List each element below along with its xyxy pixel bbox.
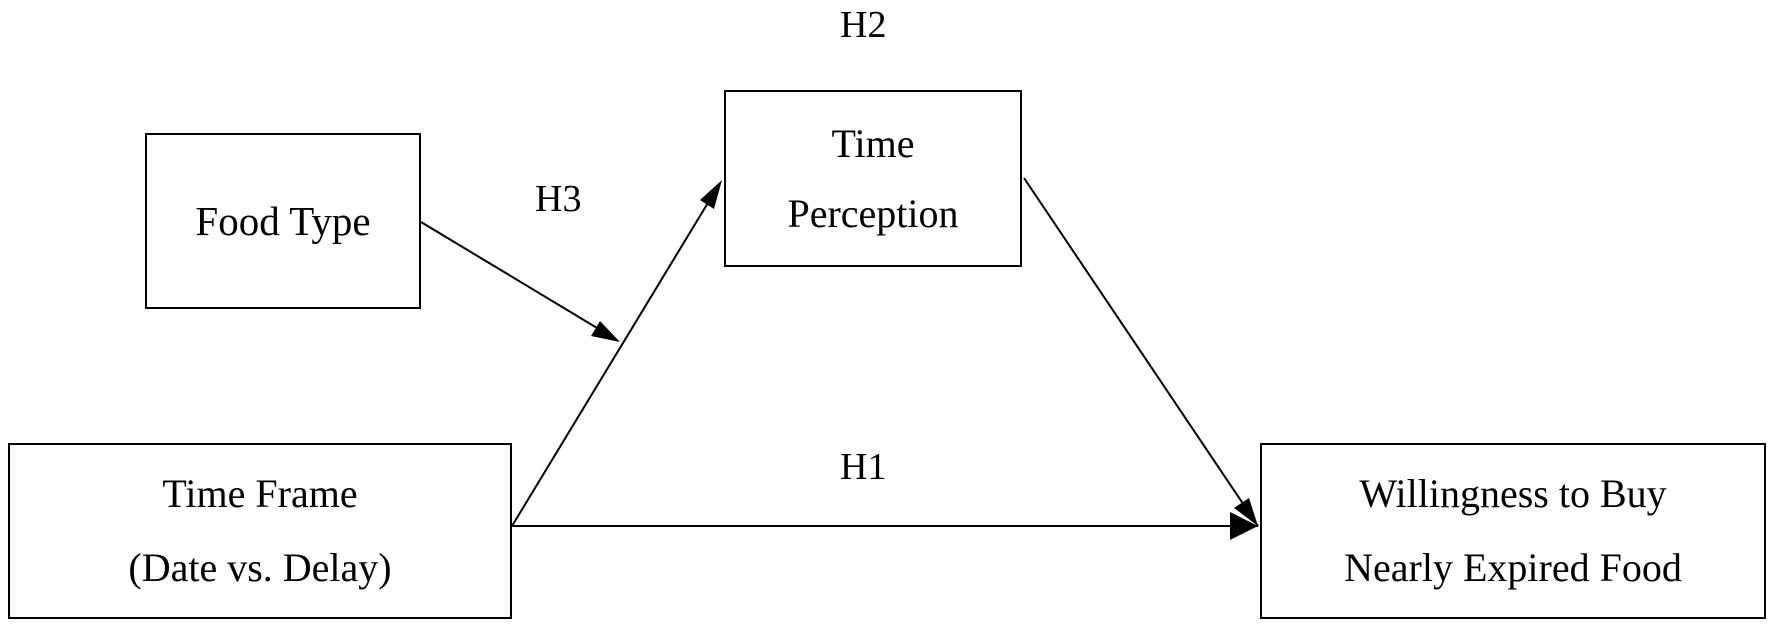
time-frame-label-line-1: Time Frame [162,471,358,516]
outcome-path-arrowhead [1234,498,1258,526]
h1-label: H1 [840,446,887,488]
mediator-path-arrow [511,182,721,527]
willingness-label-line-2: Nearly Expired Food [1344,545,1682,590]
h1-arrowhead [1230,512,1258,540]
time-frame-node: Time Frame (Date vs. Delay) [8,443,512,619]
h3-label: H3 [535,178,582,220]
willingness-label-line-1: Willingness to Buy [1359,471,1667,516]
mediator-path-arrowhead [700,180,722,209]
willingness-to-buy-node: Willingness to Buy Nearly Expired Food [1260,443,1766,619]
time-perception-label-line-1: Time [831,120,915,166]
h3-moderation-arrow [420,221,618,341]
outcome-path-arrow [1023,177,1259,527]
h3-moderation-arrowhead [591,321,620,342]
time-perception-label-line-2: Perception [787,190,959,236]
time-frame-label-line-2: (Date vs. Delay) [128,545,392,590]
h2-label: H2 [840,4,887,46]
food-type-node: Food Type [145,133,421,309]
food-type-label: Food Type [195,197,371,244]
time-perception-node: Time Perception [724,90,1022,267]
